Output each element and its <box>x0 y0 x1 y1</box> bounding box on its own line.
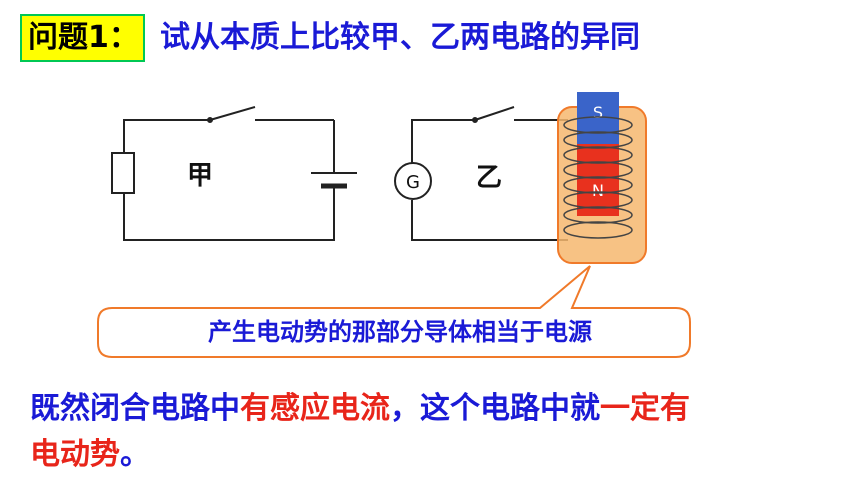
label-jia: 甲 <box>187 161 213 191</box>
label-yi: 乙 <box>476 163 502 193</box>
conclusion-part2: 有感应电流 <box>240 391 390 426</box>
switch-yi <box>474 106 515 121</box>
magnet-north <box>577 144 619 216</box>
callout-bubble <box>97 265 691 358</box>
conclusion-part1: 既然闭合电路中 <box>30 391 240 426</box>
magnet-s-label: S <box>593 103 603 122</box>
conclusion-text: 既然闭合电路中有感应电流，这个电路中就一定有电动势。 <box>30 386 840 478</box>
question-title: 试从本质上比较甲、乙两电路的异同 <box>160 20 640 55</box>
circuit-jia <box>123 106 335 241</box>
switch-jia <box>209 106 256 121</box>
question-tag: 问题1： <box>20 14 145 62</box>
callout-text: 产生电动势的那部分导体相当于电源 <box>208 318 592 346</box>
conclusion-part6: 。 <box>120 437 150 472</box>
conclusion-part5: 电动势 <box>30 437 120 472</box>
coil <box>563 116 633 239</box>
conclusion-part4: 一定有 <box>600 391 690 426</box>
magnet-n-label: N <box>592 181 604 200</box>
galvanometer-label: G <box>406 172 420 193</box>
galvanometer-icon <box>394 162 432 200</box>
resistor <box>111 152 135 194</box>
conclusion-part3: ，这个电路中就 <box>390 391 600 426</box>
